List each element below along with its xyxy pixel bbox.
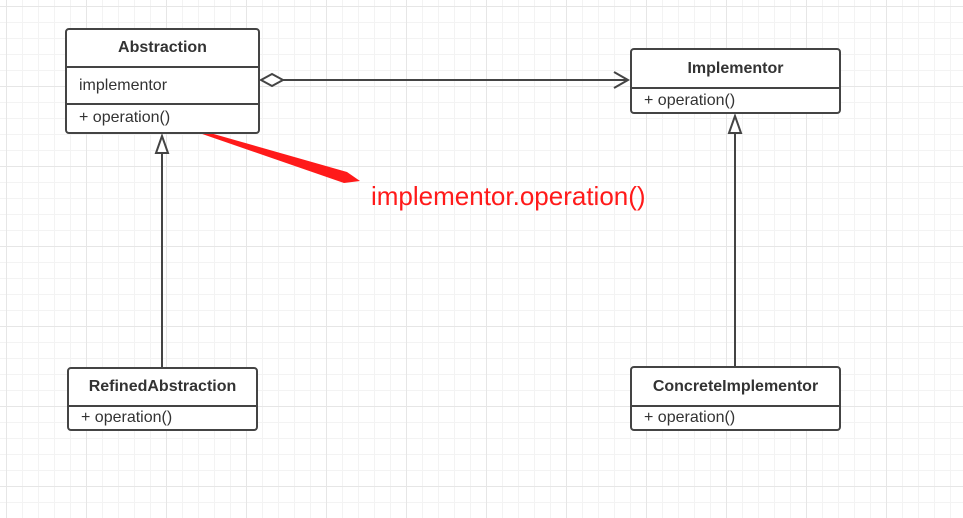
annotation-text: implementor.operation() <box>371 181 646 211</box>
class-method: + operation() <box>79 109 171 126</box>
generalization-triangle-icon <box>154 132 170 154</box>
class-name: Implementor <box>632 50 839 89</box>
annotation-arrow <box>181 125 360 183</box>
class-abstraction[interactable]: Abstraction implementor + operation() <box>65 28 260 134</box>
class-name: ConcreteImplementor <box>632 368 839 407</box>
class-method: + operation() <box>81 409 173 426</box>
class-attribute: implementor <box>67 68 258 105</box>
realization-triangle-icon <box>727 112 743 134</box>
class-concrete-implementor[interactable]: ConcreteImplementor + operation() <box>630 366 841 431</box>
class-refined-abstraction[interactable]: RefinedAbstraction + operation() <box>67 367 258 431</box>
class-implementor[interactable]: Implementor + operation() <box>630 48 841 114</box>
aggregation-connector <box>258 71 631 89</box>
class-name: Abstraction <box>67 30 258 68</box>
class-method: + operation() <box>644 92 736 109</box>
class-name: RefinedAbstraction <box>69 369 256 407</box>
aggregation-arrowhead-icon <box>613 71 631 89</box>
class-method: + operation() <box>644 409 736 426</box>
generalization-connector <box>154 132 170 367</box>
realization-connector <box>727 112 743 366</box>
red-arrow-icon <box>182 125 360 183</box>
aggregation-diamond-icon <box>258 72 286 88</box>
